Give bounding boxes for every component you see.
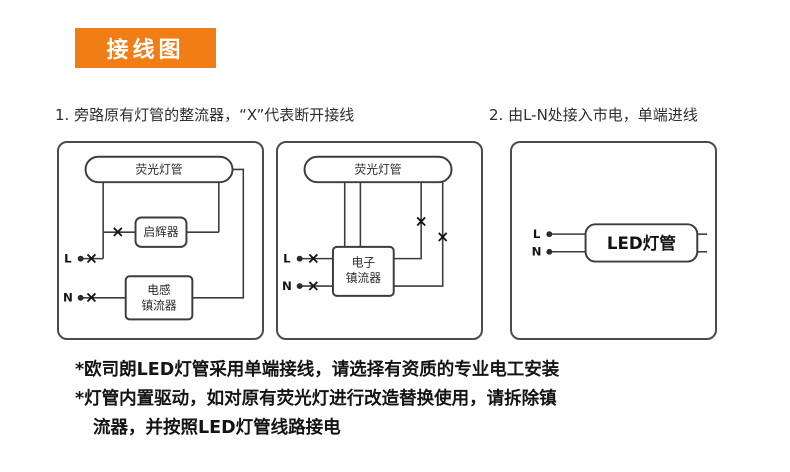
- terminal-n-dot: [296, 283, 303, 290]
- diagram-led-tube-svg: LED灯管 L N: [532, 223, 708, 263]
- fluorescent-tube-label: 荧光灯管: [355, 162, 402, 176]
- cut-mark: ×: [85, 249, 98, 268]
- page-title: 接线图: [106, 38, 185, 63]
- terminal-l-label: L: [533, 227, 541, 241]
- diagram-electronic-ballast-svg: 荧光灯管 电子 镇流器 L N × × × ×: [282, 155, 453, 297]
- terminal-l-dot: [296, 255, 303, 262]
- electronic-ballast-label-line2: 镇流器: [346, 271, 381, 285]
- instruction-step-2: 2. 由L-N处接入市电，单端进线: [489, 106, 698, 124]
- terminal-n-dot: [546, 248, 553, 255]
- wires: [549, 233, 708, 253]
- fluorescent-tube-label: 荧光灯管: [136, 162, 183, 176]
- terminal-l-label: L: [64, 252, 72, 266]
- terminal-l-label: L: [283, 252, 291, 266]
- footnote-line-2: *灯管内置驱动，如对原有荧光灯进行改造替换使用，请拆除镇: [75, 389, 557, 409]
- electronic-ballast: [331, 245, 395, 297]
- terminal-n-label: N: [63, 291, 73, 305]
- diagram-magnetic-ballast: 荧光灯管 启辉器 电感 镇流器 L N × × ×: [57, 141, 264, 340]
- diagram-magnetic-ballast-svg: 荧光灯管 启辉器 电感 镇流器 L N × × ×: [63, 155, 245, 321]
- cut-mark: ×: [111, 222, 124, 241]
- cut-mark: ×: [415, 211, 428, 230]
- fluorescent-tube: [84, 155, 234, 184]
- magnetic-ballast-label-line1: 电感: [147, 283, 171, 297]
- led-tube-label: LED灯管: [607, 233, 676, 253]
- cut-mark: ×: [436, 227, 449, 246]
- starter: [134, 216, 188, 248]
- page-title-banner: 接线图: [75, 28, 216, 68]
- fluorescent-tube: [303, 155, 453, 184]
- wires: [80, 168, 245, 299]
- footnotes: *欧司朗LED灯管采用单端接线，请选择有资质的专业电工安装 *灯管内置驱动，如对…: [75, 356, 559, 443]
- starter-label: 启辉器: [143, 225, 178, 239]
- cut-mark: ×: [307, 249, 320, 268]
- electronic-ballast-label-line1: 电子: [352, 255, 376, 269]
- terminal-n-dot: [77, 294, 84, 301]
- terminal-l-dot: [546, 231, 553, 238]
- magnetic-ballast: [124, 275, 194, 321]
- magnetic-ballast-label-line2: 镇流器: [141, 299, 176, 313]
- led-tube: [584, 223, 699, 263]
- diagram-electronic-ballast: 荧光灯管 电子 镇流器 L N × × × ×: [276, 141, 483, 340]
- cut-mark: ×: [85, 288, 98, 307]
- footnote-line-3: 流器，并按照LED灯管线路接电: [93, 418, 341, 438]
- wires: [299, 182, 444, 287]
- cut-mark: ×: [307, 276, 320, 295]
- footnote-line-1: *欧司朗LED灯管采用单端接线，请选择有资质的专业电工安装: [75, 360, 560, 380]
- terminal-n-label: N: [282, 279, 292, 293]
- terminal-l-dot: [77, 255, 84, 262]
- terminal-n-label: N: [532, 245, 542, 259]
- diagram-led-tube: LED灯管 L N: [510, 141, 717, 340]
- instruction-step-1: 1. 旁路原有灯管的整流器，“X”代表断开接线: [55, 106, 355, 124]
